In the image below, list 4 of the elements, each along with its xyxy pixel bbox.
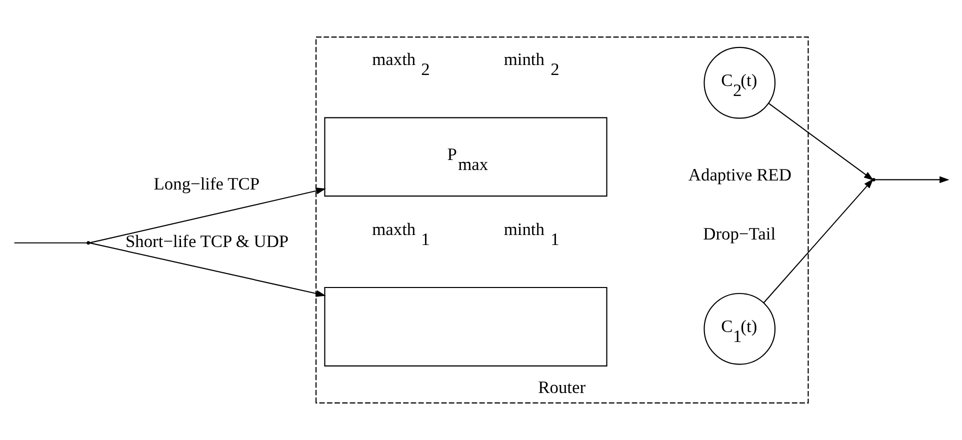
label: Drop−Tail [703,223,776,244]
edge-label: Short−life TCP & UDP [125,231,289,252]
label: Adaptive RED [688,164,792,185]
edge-label: Long−life TCP [154,173,260,194]
